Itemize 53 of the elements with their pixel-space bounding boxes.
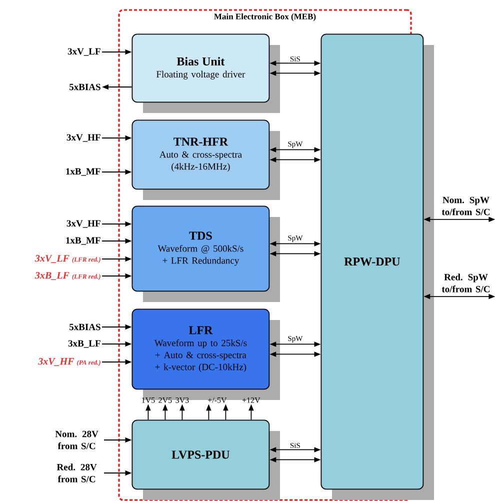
arrow xyxy=(146,404,151,420)
voltage-label: 2V5 xyxy=(158,398,172,403)
arrow xyxy=(102,221,132,227)
voltage-label: +/-5V xyxy=(208,398,227,403)
arrow xyxy=(102,341,132,347)
arrow xyxy=(180,404,185,420)
arrow xyxy=(102,135,132,141)
voltage-label: 1V5 xyxy=(142,398,155,403)
signal-label: 3xV_HF xyxy=(66,134,100,142)
arrow xyxy=(270,241,321,246)
arrow xyxy=(102,273,132,279)
arrow xyxy=(102,84,132,90)
arrow xyxy=(270,457,321,462)
arrow xyxy=(102,256,132,262)
arrow xyxy=(248,404,254,420)
arrow xyxy=(270,147,321,152)
signal-label: 3xB_LF xyxy=(68,340,100,348)
arrow xyxy=(270,60,321,66)
arrow xyxy=(270,70,321,76)
signal-label: Nom. 28V from S/C xyxy=(55,430,98,450)
signal-label: 3xV_LF xyxy=(68,48,100,56)
arrow xyxy=(270,352,321,357)
arrow xyxy=(223,404,228,420)
unit-box: TNR-HFR Auto & cross-spectra (4kHz-16MHz) xyxy=(132,120,280,200)
arrow xyxy=(162,404,168,420)
unit-box: TDS Waveform @ 500kS/s + LFR Redundancy xyxy=(132,206,280,302)
signal-label: 3xV_HF xyxy=(66,220,100,228)
arrow xyxy=(102,238,132,244)
signal-label: 1xB_MF xyxy=(66,168,100,176)
arrow xyxy=(270,251,321,256)
arrow xyxy=(102,49,132,55)
unit-box: LVPS-PDU xyxy=(132,420,280,500)
signal-label: 5xBIAS xyxy=(70,84,100,90)
arrow xyxy=(270,157,321,162)
signal-label: 5xBIAS xyxy=(70,324,100,330)
arrow xyxy=(206,404,212,420)
voltage-label: +12V xyxy=(242,398,260,403)
arrow xyxy=(102,359,132,365)
signal-label: 1xB_MF xyxy=(66,237,100,245)
arrow xyxy=(104,470,132,476)
arrow xyxy=(424,216,495,222)
signal-label: Red. SpW to/from S/C xyxy=(442,274,490,292)
arrow xyxy=(270,342,321,347)
arrow xyxy=(424,294,495,300)
arrow xyxy=(102,169,132,175)
unit-box: RPW-DPU xyxy=(320,34,434,500)
unit-box: Bias Unit Floating voltage driver xyxy=(132,34,280,113)
signal-label: Nom. SpW to/from S/C xyxy=(442,196,490,216)
voltage-label: 3V3 xyxy=(176,398,189,403)
arrow xyxy=(102,324,132,330)
arrow xyxy=(270,447,321,452)
arrow xyxy=(104,437,132,443)
signal-label: Red. 28V from S/C xyxy=(56,464,97,482)
